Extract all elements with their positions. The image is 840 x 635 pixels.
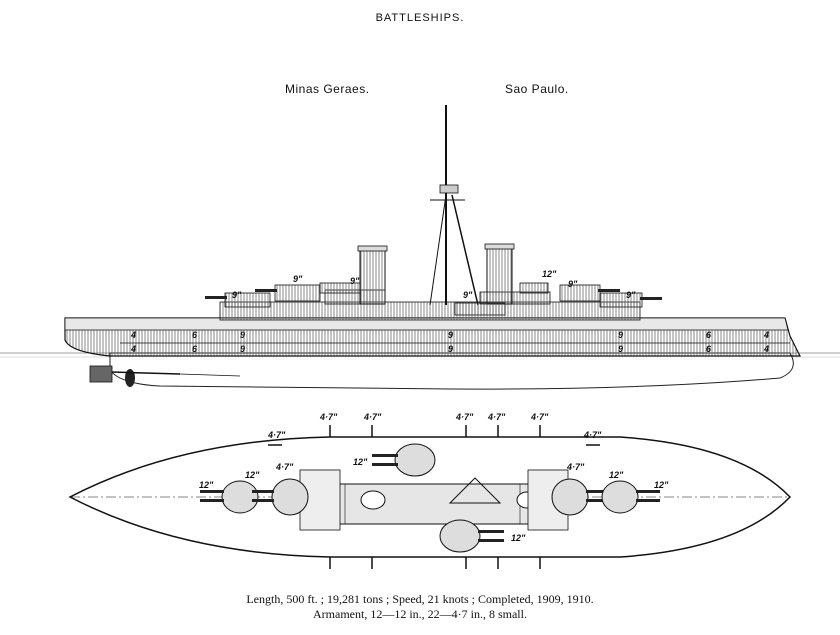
plan-label-4-7in: 4·7" xyxy=(267,430,286,440)
armor-label-6: 6 xyxy=(706,344,712,354)
armor-label-9: 9 xyxy=(618,344,623,354)
armor-label-9: 9 xyxy=(240,330,245,340)
fore-funnel xyxy=(359,247,386,305)
profile-label-9in: 9" xyxy=(232,290,242,300)
plan-label-4-7in: 4·7" xyxy=(455,412,474,422)
ship-name-sao-paulo: Sao Paulo. xyxy=(505,82,569,96)
profile-label-9in: 9" xyxy=(293,274,303,284)
armor-label-9: 9 xyxy=(448,344,453,354)
underwater-hull xyxy=(109,352,794,390)
armor-label-6: 6 xyxy=(192,330,198,340)
tripod-mast xyxy=(429,105,479,306)
armor-label-4: 4 xyxy=(763,330,769,340)
plan-label-4-7in: 4·7" xyxy=(363,412,382,422)
deck-plan: 4·7" 4·7" 4·7" 4·7" 4·7" 4·7" 4·7" 4·7" … xyxy=(68,412,792,569)
armor-label-4: 4 xyxy=(130,330,136,340)
profile-label-9in: 9" xyxy=(350,276,360,286)
page-title: BATTLESHIPS. xyxy=(375,12,465,24)
side-turrets xyxy=(205,282,662,316)
armor-label-9: 9 xyxy=(448,330,453,340)
side-profile: 9" 9" 9" 9" 12" 9" 9" 4 4 6 6 9 9 9 9 9 … xyxy=(0,105,840,390)
profile-label-9in: 9" xyxy=(626,290,636,300)
caption-armament: Armament, 12—12 in., 22—4·7 in., 8 small… xyxy=(313,607,527,621)
profile-label-9in: 9" xyxy=(568,279,578,289)
plan-label-4-7in: 4·7" xyxy=(566,462,585,472)
deck-superstructure xyxy=(324,483,541,525)
plan-label-12in: 12" xyxy=(654,480,669,490)
profile-label-12in: 12" xyxy=(542,269,557,279)
fore-funnel-plan xyxy=(360,490,386,510)
plan-label-12in: 12" xyxy=(609,470,624,480)
mast-base-plan xyxy=(448,477,502,504)
armor-label-6: 6 xyxy=(706,330,712,340)
plan-label-4-7in: 4·7" xyxy=(530,412,549,422)
propeller-and-rudder xyxy=(89,365,241,387)
armor-label-9: 9 xyxy=(240,344,245,354)
plan-label-4-7in: 4·7" xyxy=(487,412,506,422)
deck-turrets xyxy=(200,443,660,553)
armor-label-4: 4 xyxy=(130,344,136,354)
armor-label-6: 6 xyxy=(192,344,198,354)
plan-label-4-7in: 4·7" xyxy=(275,462,294,472)
plan-label-12in: 12" xyxy=(199,480,214,490)
ship-name-minas-geraes: Minas Geraes. xyxy=(285,82,370,96)
plan-label-4-7in: 4·7" xyxy=(319,412,338,422)
caption-specifications: Length, 500 ft. ; 19,281 tons ; Speed, 2… xyxy=(246,592,594,606)
plan-label-12in: 12" xyxy=(511,533,526,543)
aft-funnel xyxy=(486,245,513,305)
plan-label-12in: 12" xyxy=(353,457,368,467)
aft-wing-deck xyxy=(527,469,569,531)
plan-label-12in: 12" xyxy=(245,470,260,480)
secondary-gun-ticks xyxy=(268,425,600,569)
armor-label-9: 9 xyxy=(618,330,623,340)
profile-label-9in: 9" xyxy=(463,290,473,300)
armor-label-4: 4 xyxy=(763,344,769,354)
plan-label-4-7in: 4·7" xyxy=(583,430,602,440)
